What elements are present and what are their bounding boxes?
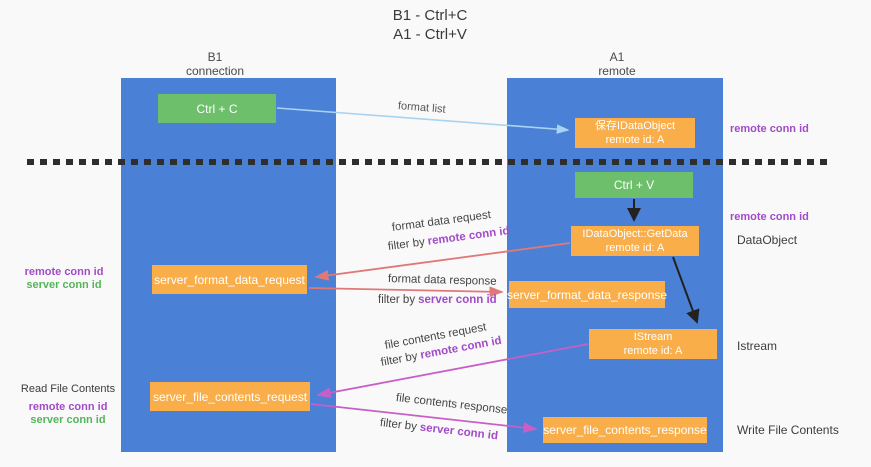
idataobject-getdata-node: IDataObject::GetData remote id: A — [571, 226, 699, 256]
istream-side-label: Istream — [737, 339, 778, 353]
left-column-subtitle: connection — [185, 64, 245, 78]
file-request-label: server_file_contents_request — [152, 389, 308, 404]
ctrl-v-node: Ctrl + V — [575, 172, 693, 198]
dataobject-label: DataObject — [737, 233, 798, 247]
istream-node: IStream remote id: A — [589, 329, 717, 359]
right-column-header: A1 remote — [547, 50, 687, 78]
getdata-line1: IDataObject::GetData — [582, 228, 688, 240]
remote-conn-id-highlight: remote conn id — [426, 225, 511, 248]
format-left-remote-conn-id: remote conn id — [24, 266, 104, 278]
server-file-contents-request-node: server_file_contents_request — [150, 382, 310, 411]
right-column-name: A1 — [609, 50, 625, 64]
filter-by-text: filter by — [387, 236, 426, 253]
istream-line1: IStream — [633, 331, 673, 343]
left-column-name: B1 — [207, 50, 223, 64]
save-idataobject-line1: 保存IDataObject — [594, 120, 676, 132]
ctrl-c-label: Ctrl + C — [196, 101, 238, 116]
file-left-server-conn-id: server conn id — [30, 414, 106, 426]
format-response-label: server_format_data_response — [506, 287, 668, 302]
file-response-label: server_file_contents_response — [543, 423, 707, 437]
getdata-line2: remote id: A — [605, 242, 665, 254]
remote-conn-id-label-top: remote conn id — [730, 123, 809, 135]
file-contents-response-label: file contents response — [395, 392, 508, 417]
format-left-server-conn-id: server conn id — [26, 279, 102, 291]
format-left-conn-ids: remote conn id server conn id — [9, 266, 119, 292]
title-line-2: A1 - Ctrl+V — [393, 26, 467, 43]
ctrl-c-node: Ctrl + C — [158, 94, 276, 123]
write-file-contents-label: Write File Contents — [737, 423, 839, 437]
save-idataobject-node: 保存IDataObject remote id: A — [575, 118, 695, 148]
server-file-contents-response-node: server_file_contents_response — [543, 417, 707, 443]
format-data-response-label: format data response — [387, 273, 497, 288]
server-format-data-request-node: server_format_data_request — [152, 265, 307, 294]
server-conn-id-highlight: server conn id — [419, 421, 499, 443]
remote-conn-id-label-mid: remote conn id — [730, 211, 809, 223]
filter-by-text: filter by — [379, 350, 419, 369]
file-left-remote-conn-id: remote conn id — [28, 401, 108, 413]
format-request-label: server_format_data_request — [154, 272, 305, 287]
save-idataobject-line2: remote id: A — [605, 134, 665, 146]
left-column-header: B1 connection — [145, 50, 285, 78]
server-conn-id-highlight: server conn id — [418, 294, 497, 306]
file-left-labels: Read File Contents remote conn id server… — [13, 383, 123, 427]
format-data-response-arrow — [308, 286, 504, 298]
filter-by-text: filter by — [379, 417, 418, 434]
diagram-title: B1 - Ctrl+C A1 - Ctrl+V — [310, 6, 550, 44]
right-column-subtitle: remote — [598, 64, 636, 78]
title-line-1: B1 - Ctrl+C — [392, 7, 468, 24]
format-list-arrow-label: format list — [397, 100, 447, 116]
read-file-contents-label: Read File Contents — [20, 383, 116, 395]
server-format-data-response-node: server_format_data_response — [506, 281, 668, 308]
istream-line2: remote id: A — [623, 345, 683, 357]
ctrl-v-label: Ctrl + V — [613, 178, 655, 192]
filter-by-text: filter by — [378, 294, 416, 306]
